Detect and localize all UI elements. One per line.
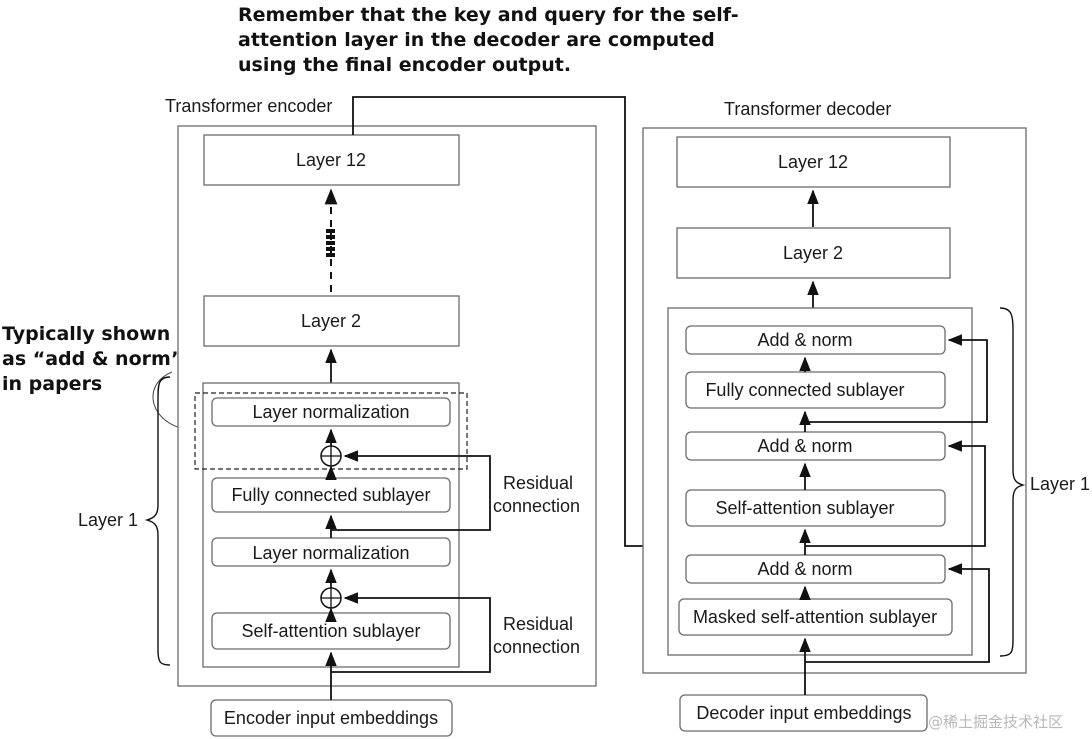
decoder-add-norm-top-box (685, 325, 946, 355)
encoder-ellipsis-bars (326, 229, 335, 257)
decoder-layer1-label: Layer 1 (1030, 474, 1090, 494)
decoder-input-box (679, 694, 928, 732)
decoder-layer12-label: Layer 12 (778, 152, 848, 172)
decoder-add-norm-bottom-label: Add & norm (757, 559, 852, 579)
encoder-layer-norm-bottom-label: Layer normalization (252, 543, 409, 563)
encoder-layer1-brace (144, 376, 171, 666)
left-callout: Typically shown as “add & norm” in paper… (2, 323, 191, 432)
encoder-layer-norm-top-label: Layer normalization (252, 402, 409, 422)
decoder-input-label: Decoder input embeddings (696, 703, 911, 723)
encoder-residual-label-2b: connection (493, 637, 580, 657)
decoder-add-norm-mid-box (685, 431, 946, 461)
decoder-masked-self-attention-label: Masked self-attention sublayer (693, 607, 937, 627)
decoder-add-norm-mid-label: Add & norm (757, 436, 852, 456)
decoder-fully-connected-box (685, 371, 946, 409)
decoder-self-attention-box (685, 489, 946, 527)
encoder-input-label: Encoder input embeddings (224, 708, 438, 728)
encoder-layer1-label: Layer 1 (78, 510, 138, 530)
left-callout-line-1: Typically shown (2, 323, 170, 345)
watermark: @稀土掘金技术社区 (928, 713, 1063, 731)
decoder-layer1-frame (667, 307, 973, 656)
encoder-residual-label-2a: Residual (503, 614, 573, 634)
encoder-self-attention-label: Self-attention sublayer (241, 621, 420, 641)
encoder-layer12-box (203, 134, 460, 186)
decoder-add-norm-bottom-box (685, 554, 946, 584)
decoder-layer12-box (676, 136, 951, 188)
decoder-masked-self-attention-box (678, 598, 953, 636)
top-callout-line-3: using the final encoder output. (238, 54, 571, 76)
encoder: Transformer encoder Layer 12 Layer 2 Lay… (78, 96, 597, 737)
decoder-layer2-box (676, 227, 951, 279)
encoder-layer-norm-top-box (211, 397, 451, 427)
top-callout-line-2: attention layer in the decoder are compu… (238, 29, 715, 51)
encoder-residual-top-path (331, 450, 491, 531)
top-callout: Remember that the key and query for the … (238, 4, 739, 76)
encoder-fully-connected-label: Fully connected sublayer (231, 485, 430, 505)
decoder-self-attention-label: Self-attention sublayer (715, 498, 894, 518)
encoder-layer2-label: Layer 2 (301, 311, 361, 331)
decoder: Transformer decoder Layer 12 Layer 2 Add… (642, 99, 1090, 732)
decoder-residual-top-path (805, 334, 988, 423)
encoder-layer2-box (203, 295, 460, 347)
decoder-layer1-brace (999, 307, 1026, 657)
decoder-layer2-label: Layer 2 (783, 243, 843, 263)
encoder-layer12-label: Layer 12 (296, 150, 366, 170)
decoder-fully-connected-label: Fully connected sublayer (705, 380, 904, 400)
encoder-residual-bottom-path (331, 592, 491, 673)
left-callout-line-3: in papers (2, 373, 102, 395)
top-callout-line-1: Remember that the key and query for the … (238, 4, 739, 26)
decoder-residual-bottom-path (805, 563, 990, 663)
encoder-title: Transformer encoder (165, 96, 332, 116)
encoder-residual-label-1b: connection (493, 496, 580, 516)
decoder-title: Transformer decoder (724, 99, 891, 119)
left-callout-line-2: as “add & norm” (2, 348, 183, 370)
decoder-residual-mid-path (805, 440, 986, 547)
encoder-residual-label-1a: Residual (503, 473, 573, 493)
decoder-add-norm-top-label: Add & norm (757, 330, 852, 350)
